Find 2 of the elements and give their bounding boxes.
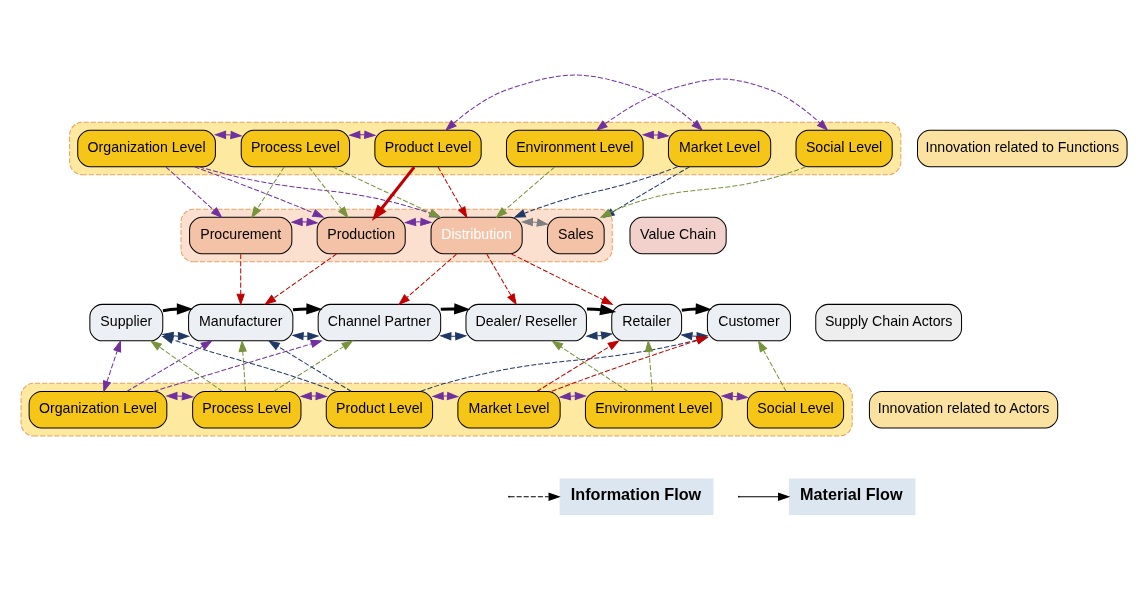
legend-label: Information Flow	[570, 484, 702, 503]
legend-label: Material Flow	[800, 484, 903, 503]
